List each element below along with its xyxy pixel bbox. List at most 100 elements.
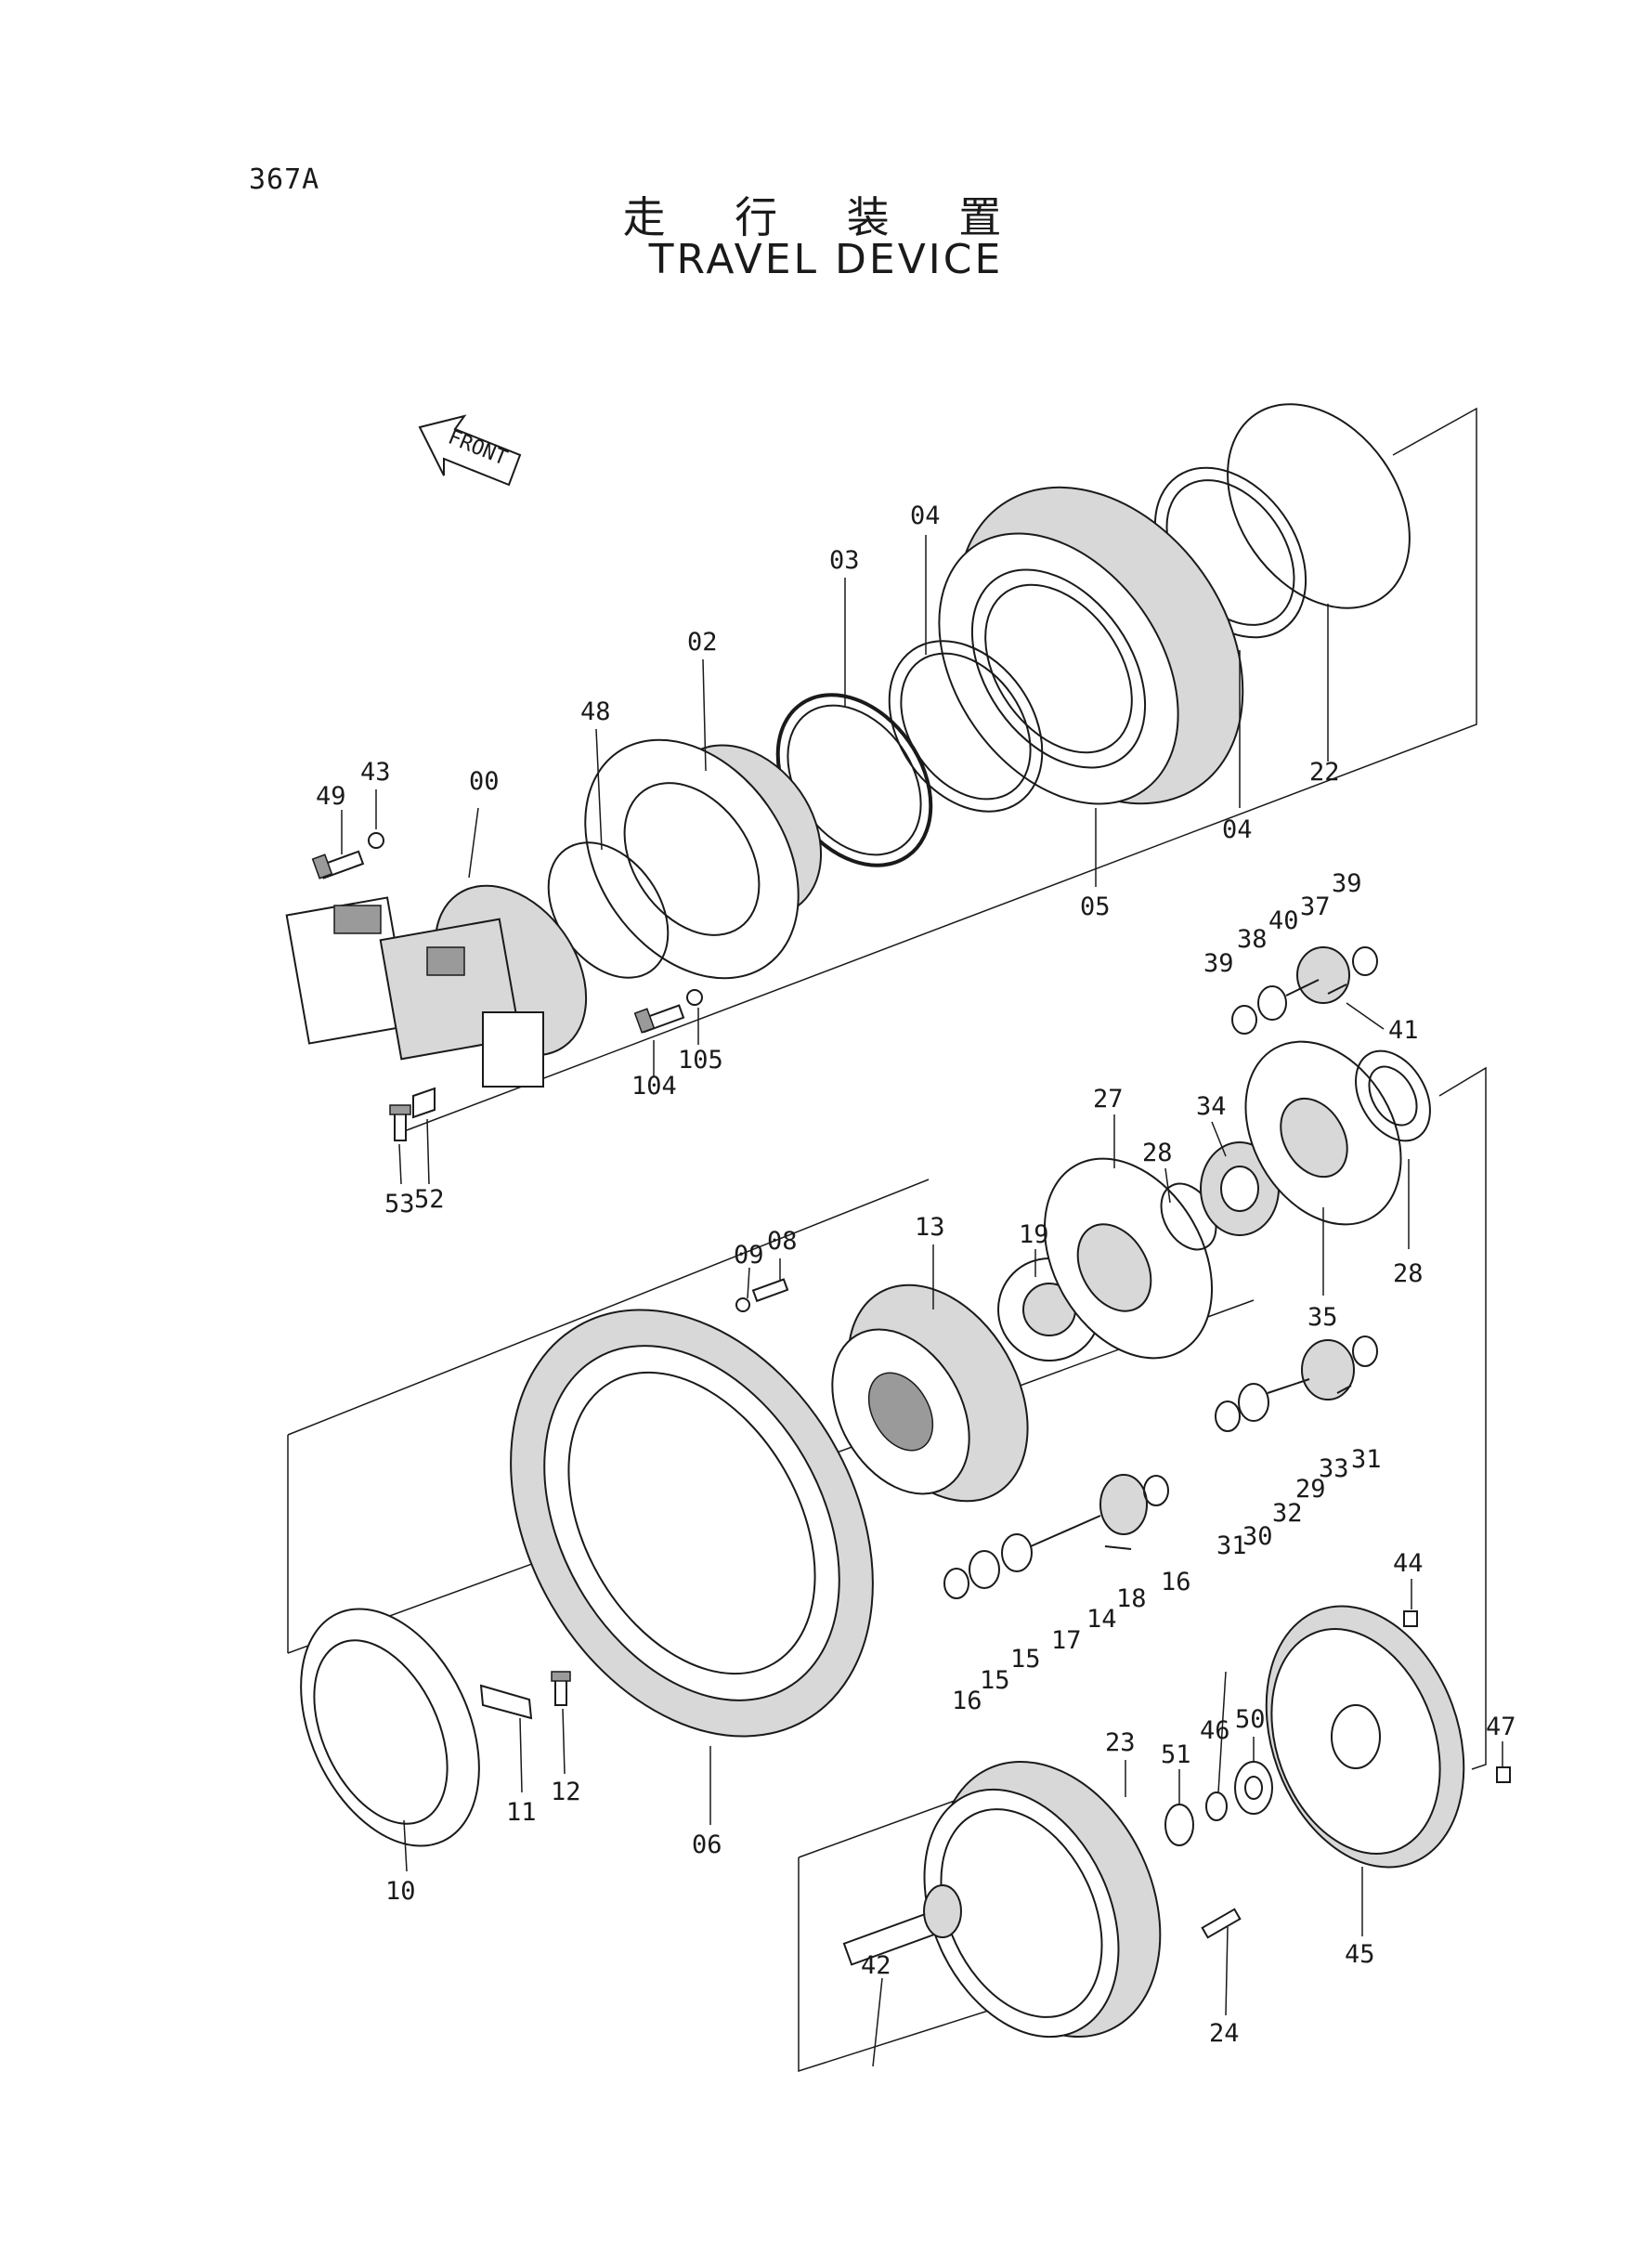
callout-15-left: 15 [980, 1666, 1010, 1695]
part-41-pin [1327, 984, 1347, 995]
part-06-ring-gear [510, 1309, 874, 1738]
callout-12: 12 [551, 1778, 581, 1806]
callout-labels: 00 48 02 03 04 04 05 22 43 49 104 105 53… [316, 502, 1516, 2048]
part-44-plug [1403, 1610, 1418, 1627]
callout-53: 53 [384, 1190, 415, 1218]
callout-40: 40 [1268, 906, 1299, 935]
part-105-washer [686, 989, 703, 1006]
title-english: TRAVEL DEVICE [648, 236, 1004, 283]
part-12-bolt [551, 1671, 571, 1706]
part-17-shaft [1030, 1515, 1101, 1547]
callout-50: 50 [1235, 1705, 1266, 1734]
callout-16-right: 16 [1161, 1568, 1191, 1596]
part-43-washer [368, 832, 384, 849]
callout-31-right: 31 [1351, 1445, 1382, 1474]
callout-29: 29 [1295, 1475, 1326, 1504]
callout-15-right: 15 [1010, 1645, 1041, 1674]
callout-31-left: 31 [1216, 1531, 1247, 1560]
callout-105: 105 [678, 1046, 723, 1075]
callout-05: 05 [1080, 892, 1111, 921]
callout-43: 43 [360, 758, 391, 787]
callout-37: 37 [1300, 892, 1331, 921]
part-39-washer-right [1352, 946, 1378, 976]
part-13-carrier [831, 1283, 1029, 1503]
leader-lines [341, 535, 1503, 2067]
callout-45: 45 [1345, 1940, 1375, 1969]
part-22-o-ring [1227, 403, 1411, 609]
callout-11: 11 [506, 1798, 537, 1827]
part-47-plug [1496, 1766, 1511, 1783]
part-42-shaft [842, 1884, 962, 1966]
part-39-washer-left [1231, 1005, 1257, 1035]
part-32-shaft [1267, 1378, 1310, 1394]
part-53-bolt [389, 1104, 411, 1141]
callout-47: 47 [1486, 1713, 1516, 1741]
part-104-bolt [633, 1004, 685, 1034]
part-30-bearing [1238, 1383, 1269, 1422]
callout-28-right: 28 [1393, 1259, 1424, 1288]
callout-14: 14 [1086, 1605, 1117, 1634]
callout-46: 46 [1200, 1716, 1230, 1745]
part-15-bearing-left [969, 1550, 1000, 1589]
callout-39-right: 39 [1332, 869, 1362, 898]
part-40-shaft [1285, 979, 1320, 997]
part-02-spindle [584, 738, 823, 980]
part-31-washer-right [1352, 1335, 1378, 1367]
assembly-frame-lines [287, 407, 1487, 2073]
title-japanese: 走 行 装 置 [622, 192, 1030, 242]
callout-49: 49 [316, 782, 346, 811]
part-18-pin [1104, 1545, 1132, 1550]
callout-38: 38 [1237, 925, 1268, 954]
front-arrow-icon: FRONT [418, 414, 522, 487]
part-16-washer-left [943, 1568, 969, 1599]
callout-104: 104 [631, 1072, 677, 1101]
part-33-pin [1336, 1385, 1352, 1394]
callout-33: 33 [1319, 1454, 1349, 1483]
callout-23: 23 [1105, 1728, 1136, 1757]
part-09-washer [735, 1297, 750, 1312]
part-14-planet-gear [1099, 1474, 1148, 1535]
callout-35: 35 [1307, 1303, 1338, 1332]
part-38-bearing [1257, 985, 1287, 1021]
part-11-lock-plate [479, 1684, 533, 1720]
part-16-washer-right [1143, 1475, 1169, 1506]
part-46-washer [1205, 1791, 1228, 1821]
callout-02: 02 [687, 628, 718, 657]
callout-19: 19 [1019, 1220, 1049, 1249]
part-49-bolt [311, 850, 365, 879]
callout-03: 03 [829, 546, 860, 575]
part-10-seal-ring [300, 1608, 480, 1847]
part-00-travel-motor [285, 884, 588, 1088]
part-27-carrier [1043, 1157, 1214, 1360]
callout-10: 10 [385, 1877, 416, 1906]
part-08-bolt [751, 1278, 789, 1303]
part-31-washer-left [1215, 1401, 1241, 1432]
part-28-thrust-washer-right [1355, 1049, 1431, 1142]
callout-39-left: 39 [1203, 949, 1234, 978]
part-34-gear [1200, 1141, 1280, 1236]
callout-44: 44 [1393, 1549, 1424, 1578]
callout-24: 24 [1209, 2019, 1240, 2048]
part-35-carrier [1244, 1040, 1402, 1226]
part-29-planet-gear [1301, 1339, 1355, 1401]
callout-08: 08 [767, 1227, 798, 1256]
callout-42: 42 [861, 1951, 891, 1980]
part-24-bolt [1201, 1908, 1242, 1939]
callout-22: 22 [1309, 758, 1340, 787]
callout-28-left: 28 [1142, 1139, 1173, 1167]
part-51-snap-ring [1164, 1804, 1194, 1846]
callout-13: 13 [915, 1213, 945, 1242]
page-code: 367A [249, 163, 320, 196]
part-52-plate [412, 1087, 436, 1119]
callout-00: 00 [469, 767, 500, 796]
part-23-ring-gear [923, 1761, 1162, 2039]
callout-04-top: 04 [910, 502, 941, 530]
callout-48: 48 [580, 697, 611, 726]
callout-04-right: 04 [1222, 815, 1253, 844]
callout-34: 34 [1196, 1092, 1227, 1121]
callout-32: 32 [1272, 1499, 1303, 1528]
callout-17: 17 [1051, 1626, 1082, 1655]
part-45-cover [1265, 1605, 1465, 1869]
